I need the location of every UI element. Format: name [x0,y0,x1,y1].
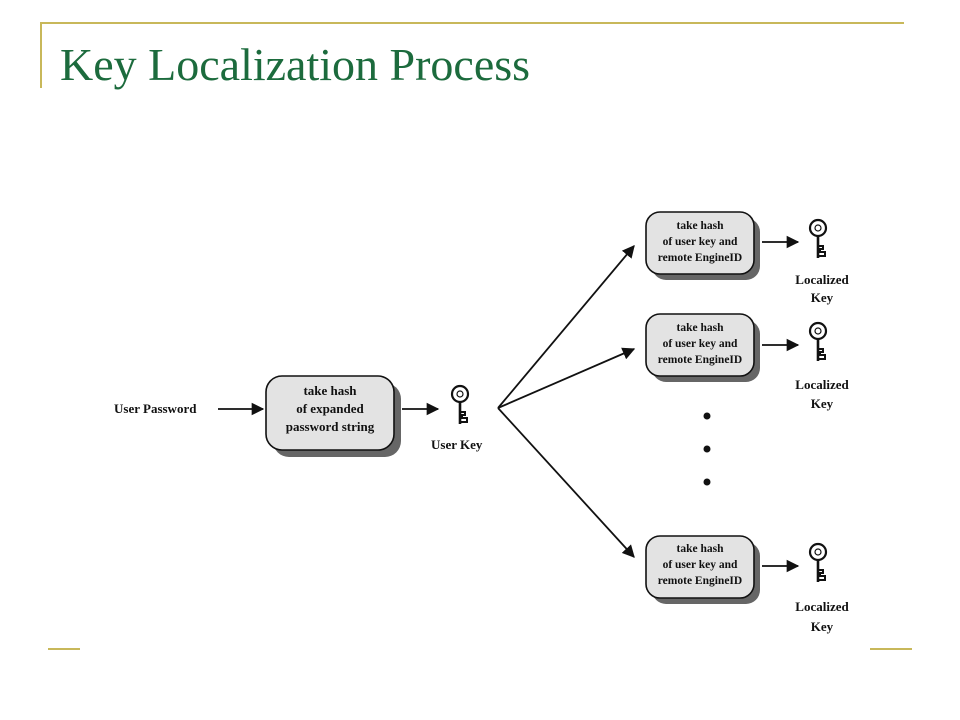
localized-key-3-line-1: Localized [795,599,849,614]
slide-title: Key Localization Process [60,39,531,90]
expand-hash-line-3: password string [286,419,375,434]
user-key-icon [450,384,470,426]
vertical-ellipsis-icon [703,412,711,486]
expand-hash-line-2: of expanded [296,401,364,416]
remote-box-2-line-1: take hash [677,322,725,334]
remote-box-1-line-1: take hash [677,220,725,232]
expand-hash-box: take hash of expanded password string [265,375,401,457]
localized-key-2-line-2: Key [811,396,834,411]
localized-key-icon-3 [808,542,828,584]
localized-key-1-line-2: Key [811,290,834,305]
remote-box-2-line-3: remote EngineID [658,354,742,366]
frame-left-line [40,22,42,88]
remote-hash-box-1: take hash of user key and remote EngineI… [645,211,760,280]
expand-hash-line-1: take hash [303,383,357,398]
remote-box-3-line-3: remote EngineID [658,575,742,587]
frame-bottom-right-line [870,648,912,650]
remote-box-1-line-3: remote EngineID [658,252,742,264]
fanout-arrow-2 [497,347,636,409]
user-key-label: User Key [431,437,483,452]
remote-box-1-line-2: of user key and [663,236,738,248]
frame-bottom-left-line [48,648,80,650]
remote-box-2-line-2: of user key and [663,338,738,350]
fanout-arrow-1 [497,245,635,409]
localized-key-2-line-1: Localized [795,377,849,392]
frame-top-line [40,22,904,24]
localized-key-icon-1 [808,218,828,260]
remote-box-3-line-1: take hash [677,543,725,555]
fanout-arrow-3 [497,407,635,558]
localized-key-1-line-1: Localized [795,272,849,287]
localized-key-3-line-2: Key [811,619,834,634]
localized-key-icon-2 [808,321,828,363]
remote-hash-box-2: take hash of user key and remote EngineI… [645,313,760,382]
remote-hash-box-3: take hash of user key and remote EngineI… [645,535,760,604]
user-password-label: User Password [114,401,197,416]
remote-box-3-line-2: of user key and [663,559,738,571]
